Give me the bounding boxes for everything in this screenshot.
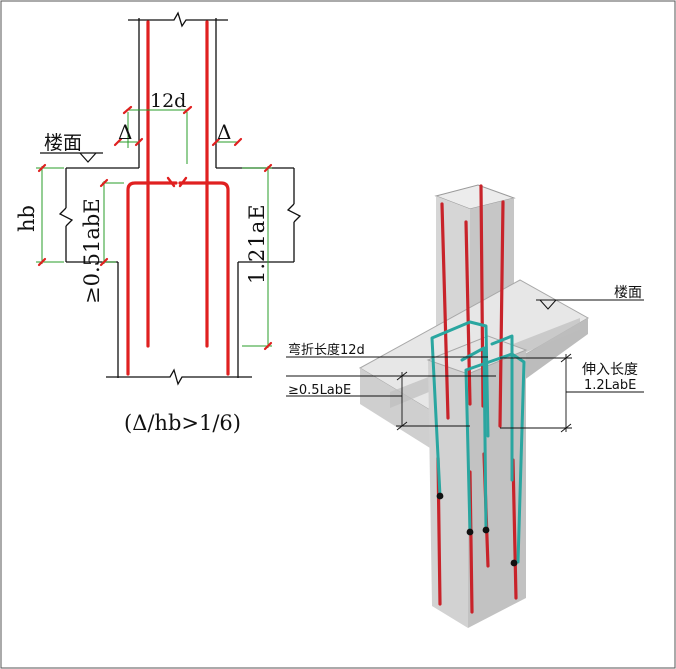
label-hb: hb: [15, 205, 39, 232]
slab-and-lower-column-outline: [58, 167, 302, 386]
bar-bend-tips: [166, 176, 188, 188]
label-extend-value: 1.2LabE: [584, 378, 636, 393]
lower-bar-right-hooked: [178, 181, 230, 376]
label-min-anchor: ≥0.5LabE: [288, 383, 351, 398]
label-floor-3d: 楼面: [614, 285, 642, 301]
label-12d: 12d: [150, 90, 186, 112]
isometric-red-rebars: [436, 184, 518, 614]
section-drawing: 12d Δ Δ 楼面 hb ≥0.51abE 1.21aE (Δ/hb>1/6): [15, 11, 302, 435]
lower-bar-left-hooked: [126, 181, 178, 376]
isometric-teal-rebars: [430, 320, 526, 564]
floor-level-symbol: [40, 152, 103, 163]
label-anchor-min: ≥0.51abE: [80, 198, 104, 304]
isometric-rebar-dots: [436, 492, 518, 567]
section-dimension-ticks: [37, 105, 273, 351]
extension-dimension: [500, 353, 644, 433]
condition-text: (Δ/hb>1/6): [124, 411, 241, 435]
isometric-view: 楼面 弯折长度12d ≥0.5LabE 伸入长度 1.2LabE: [286, 184, 644, 628]
label-delta-left: Δ: [118, 120, 132, 144]
min-anchor-dimension: [286, 371, 496, 431]
label-delta-right: Δ: [217, 120, 231, 144]
label-extend-title: 伸入长度: [582, 362, 638, 378]
label-floor-left: 楼面: [44, 132, 82, 154]
slab-front-face: [360, 368, 430, 448]
section-rebars: [126, 20, 230, 376]
label-extension: 1.21aE: [245, 203, 269, 284]
isometric-floor-symbol: [536, 299, 644, 310]
label-bend-length: 弯折长度12d: [288, 342, 365, 358]
